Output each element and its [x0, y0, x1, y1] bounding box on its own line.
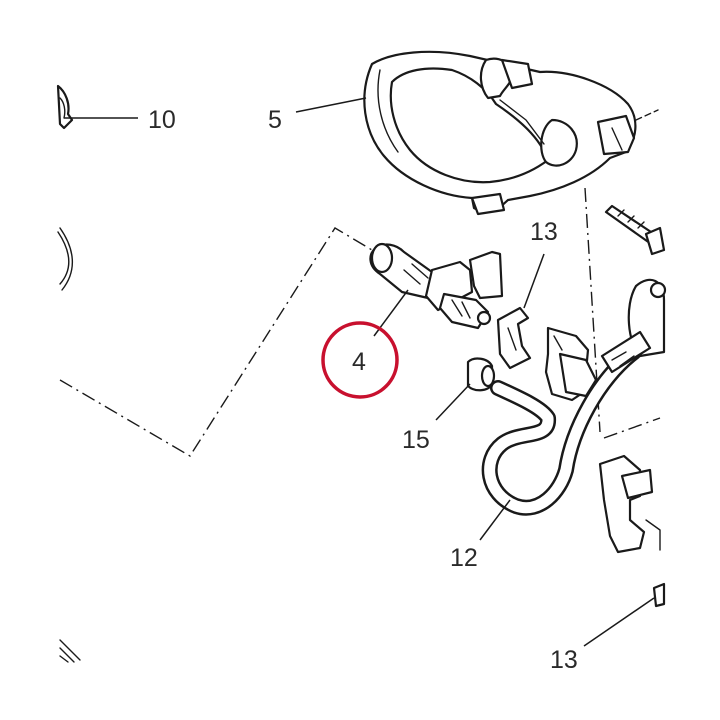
part-13-clip [496, 306, 598, 402]
assembly-dash-lines [59, 187, 661, 457]
part-15-seal [466, 357, 496, 392]
bolt [604, 204, 666, 256]
callout-13-upper: 13 [530, 218, 558, 246]
part-5-intake-housing [363, 50, 659, 216]
callout-15: 15 [402, 426, 430, 454]
right-side-assembly [598, 278, 667, 608]
part-10-fragment [56, 84, 74, 130]
part-12-fuel-hose [481, 330, 652, 516]
callout-13-lower: 13 [550, 646, 578, 674]
callout-labels: 10 5 13 4 15 12 13 [148, 106, 578, 674]
callout-10: 10 [148, 106, 176, 134]
callout-4: 4 [352, 348, 366, 376]
highlight-ring [321, 321, 399, 399]
callout-5: 5 [268, 106, 282, 134]
bottom-left-hatch [59, 639, 81, 663]
callout-12: 12 [450, 544, 478, 572]
part-4-fuel-injector [369, 242, 504, 330]
left-edge-curve [57, 227, 74, 291]
